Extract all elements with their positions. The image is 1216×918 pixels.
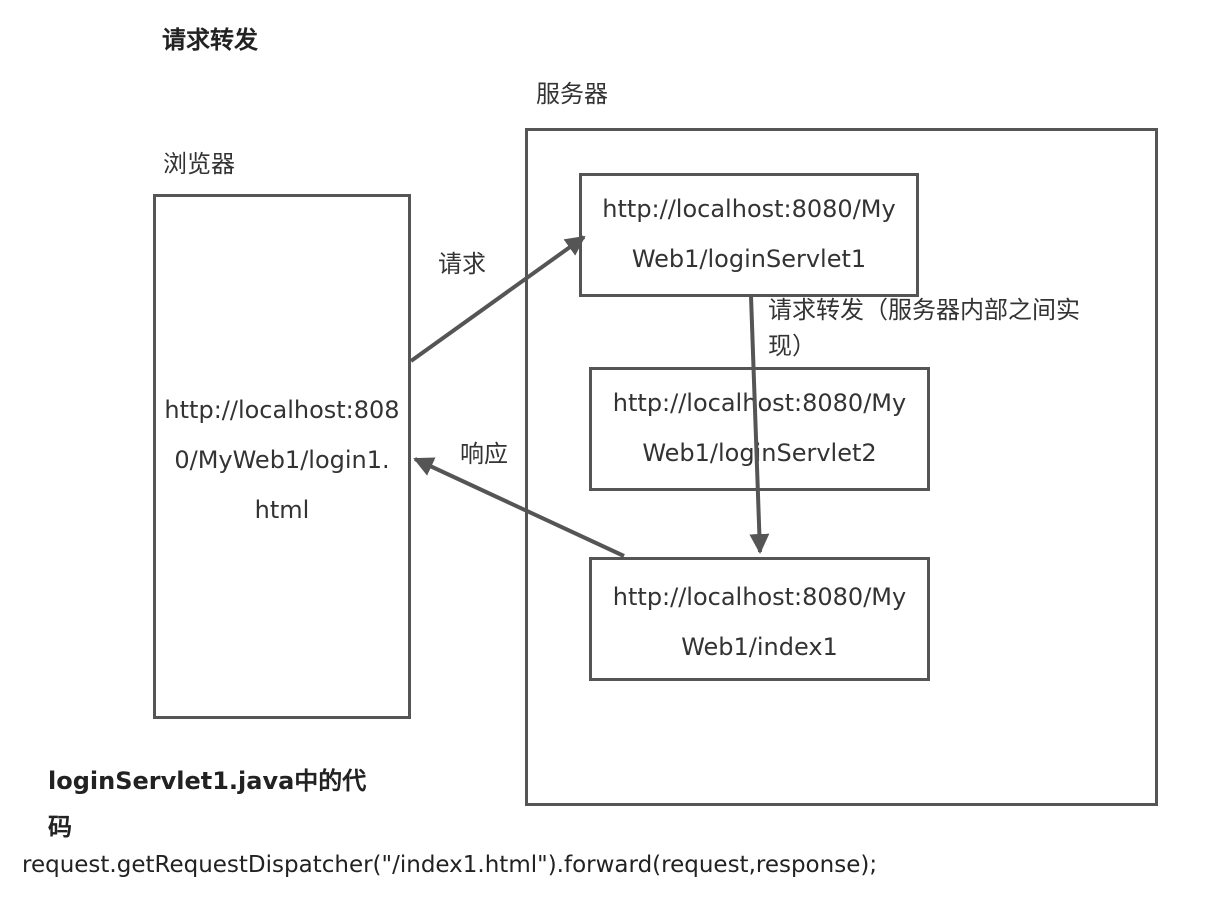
index1-url: http://localhost:8080/My Web1/index1 bbox=[592, 572, 927, 672]
code-snippet: request.getRequestDispatcher("/index1.ht… bbox=[22, 852, 878, 878]
page-title: 请求转发 bbox=[162, 26, 258, 54]
request-arrow bbox=[409, 235, 586, 363]
servlet2-url: http://localhost:8080/My Web1/loginServl… bbox=[592, 378, 927, 478]
index1-url-line: http://localhost:8080/My bbox=[612, 583, 907, 611]
servlet1-url: http://localhost:8080/My Web1/loginServl… bbox=[582, 184, 916, 284]
browser-url: http://localhost:808 0/MyWeb1/login1. ht… bbox=[156, 385, 408, 535]
forward-label: 请求转发（服务器内部之间实 现） bbox=[768, 292, 1080, 364]
forward-label-line: 现） bbox=[768, 332, 816, 360]
code-caption: loginServlet1.java中的代 码 bbox=[48, 758, 366, 850]
servlet1-url-line: Web1/loginServlet1 bbox=[631, 245, 867, 273]
browser-label: 浏览器 bbox=[163, 150, 235, 178]
code-caption-line: 码 bbox=[48, 813, 72, 841]
browser-url-line: 0/MyWeb1/login1. bbox=[174, 446, 390, 474]
browser-box: http://localhost:808 0/MyWeb1/login1. ht… bbox=[153, 194, 411, 719]
servlet2-url-line: http://localhost:8080/My bbox=[612, 389, 907, 417]
browser-url-line: html bbox=[254, 496, 310, 524]
forward-label-line: 请求转发（服务器内部之间实 bbox=[768, 296, 1080, 324]
index1-url-line: Web1/index1 bbox=[681, 633, 838, 661]
code-caption-line: loginServlet1.java中的代 bbox=[48, 767, 367, 795]
forward-arrow bbox=[749, 295, 770, 554]
request-label: 请求 bbox=[438, 250, 486, 278]
servlet2-url-line: Web1/loginServlet2 bbox=[642, 439, 877, 467]
response-label: 响应 bbox=[460, 440, 508, 468]
browser-url-line: http://localhost:808 bbox=[164, 396, 400, 424]
server-label: 服务器 bbox=[536, 80, 608, 108]
response-arrow bbox=[413, 457, 625, 558]
servlet1-box: http://localhost:8080/My Web1/loginServl… bbox=[579, 173, 919, 297]
index1-box: http://localhost:8080/My Web1/index1 bbox=[589, 557, 930, 681]
servlet1-url-line: http://localhost:8080/My bbox=[602, 195, 896, 223]
